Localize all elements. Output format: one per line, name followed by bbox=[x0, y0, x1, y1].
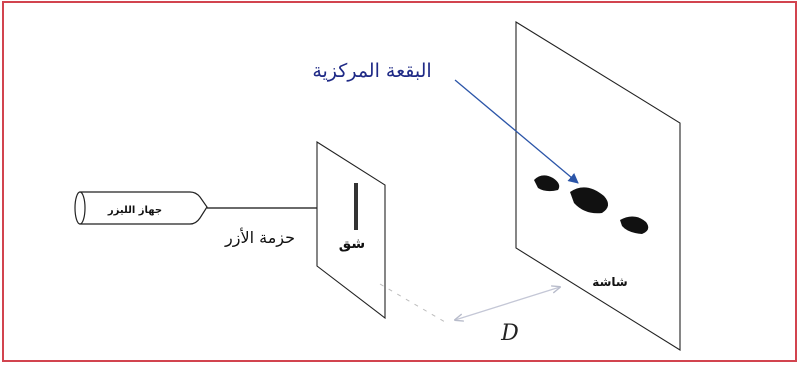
diffraction-spot-center bbox=[570, 187, 609, 214]
screen-label: شاشة bbox=[592, 275, 627, 289]
distance-label: D bbox=[500, 321, 519, 346]
central-spot-arrow bbox=[454, 79, 579, 184]
slit-to-screen-dashes bbox=[379, 283, 446, 323]
slit-panel: شق bbox=[316, 141, 386, 320]
distance-arrow bbox=[455, 287, 560, 320]
slit-label: شق bbox=[339, 236, 365, 252]
laser-device: جهاز الليزر bbox=[74, 191, 208, 225]
laser-device-label: جهاز الليزر bbox=[107, 205, 162, 216]
diffraction-spot-left bbox=[534, 175, 560, 192]
slit-opening bbox=[354, 183, 358, 230]
screen: شاشة bbox=[515, 21, 681, 351]
diffraction-spot-right bbox=[620, 216, 649, 234]
central-spot-label: البقعة المركزية bbox=[312, 60, 431, 82]
laser-beam-label: حزمة الأزر bbox=[224, 227, 295, 248]
